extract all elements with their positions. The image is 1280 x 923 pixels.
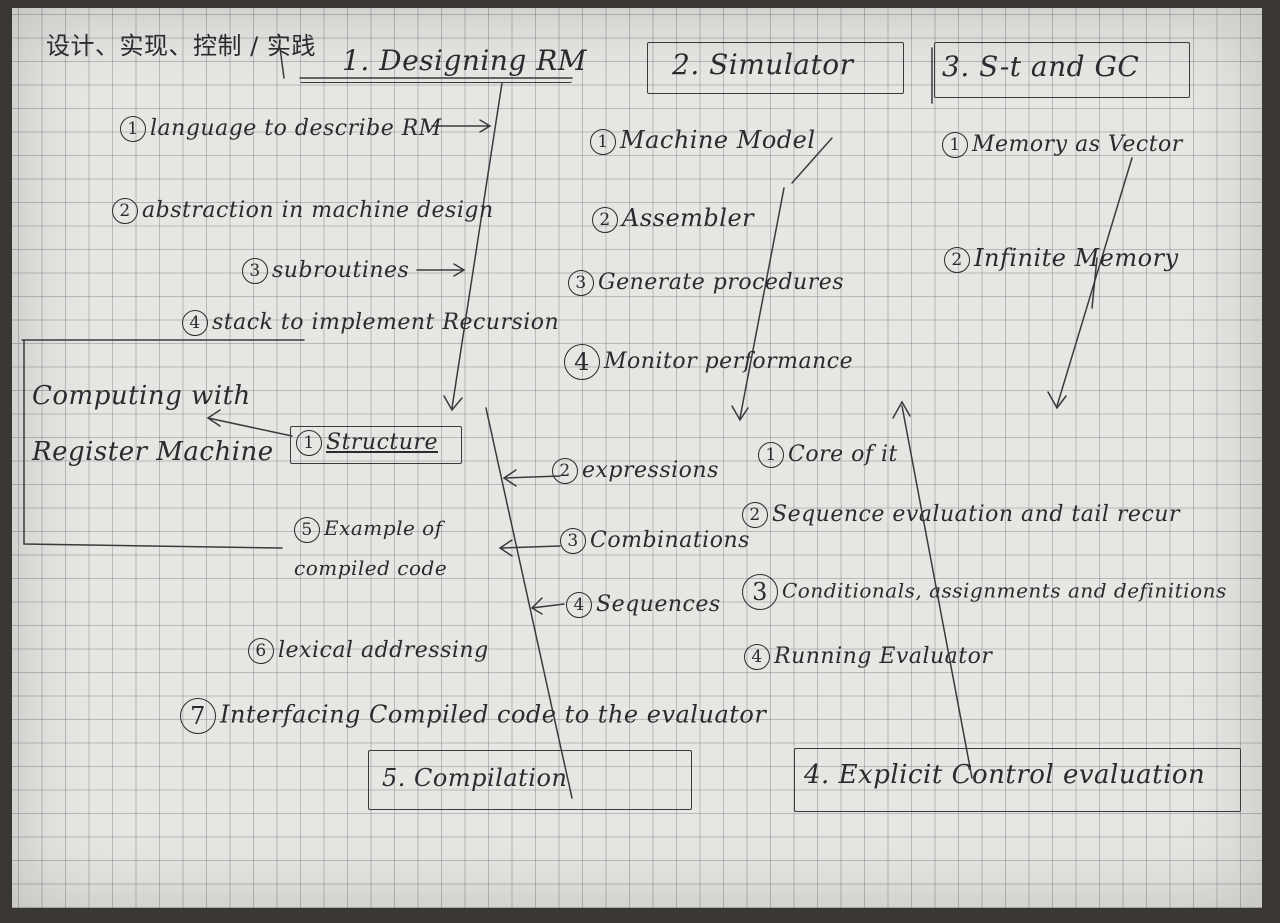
grid-paper: 设计、实现、控制 / 实践 1. Designing RM 2. Simulat…: [12, 8, 1262, 908]
box-side-line: [23, 339, 283, 549]
connector-line: [901, 405, 973, 779]
section-1-title: 1. Designing RM: [342, 44, 587, 77]
section-2-frame: [647, 42, 904, 94]
divider-stroke: [279, 47, 285, 79]
arrow-left: [502, 469, 561, 487]
section-3-title: 3. S-t and GC: [942, 50, 1140, 83]
arrow-left: [498, 539, 561, 557]
sketch-lines: [21, 47, 1133, 799]
structure-frame: [290, 426, 462, 464]
arrow-left: [530, 597, 565, 615]
arrow-left: [206, 409, 293, 437]
arrow-right: [416, 263, 466, 277]
section-2-title: 2. Simulator: [672, 48, 854, 81]
arrowhead: [443, 395, 463, 412]
connector-line: [739, 187, 785, 419]
connector-line: [485, 407, 573, 799]
arrow-right: [431, 119, 492, 133]
computing-box-label: Computing with Register Machine: [32, 381, 274, 467]
section-3-frame: [934, 42, 1190, 98]
section-5-frame: [368, 750, 692, 810]
arrowhead: [892, 400, 911, 419]
arrowhead: [1047, 391, 1067, 410]
section-5-title: 5. Compilation: [382, 764, 568, 792]
chinese-note: 设计、实现、控制 / 实践: [46, 32, 316, 60]
section-4-frame: [794, 748, 1241, 812]
connector-line: [791, 137, 833, 184]
arrowhead: [731, 405, 749, 422]
connector-line: [1091, 257, 1098, 309]
section-1-frame: [300, 40, 572, 83]
section-4-title: 4. Explicit Control evaluation: [804, 760, 1206, 790]
connector-line: [451, 82, 503, 409]
